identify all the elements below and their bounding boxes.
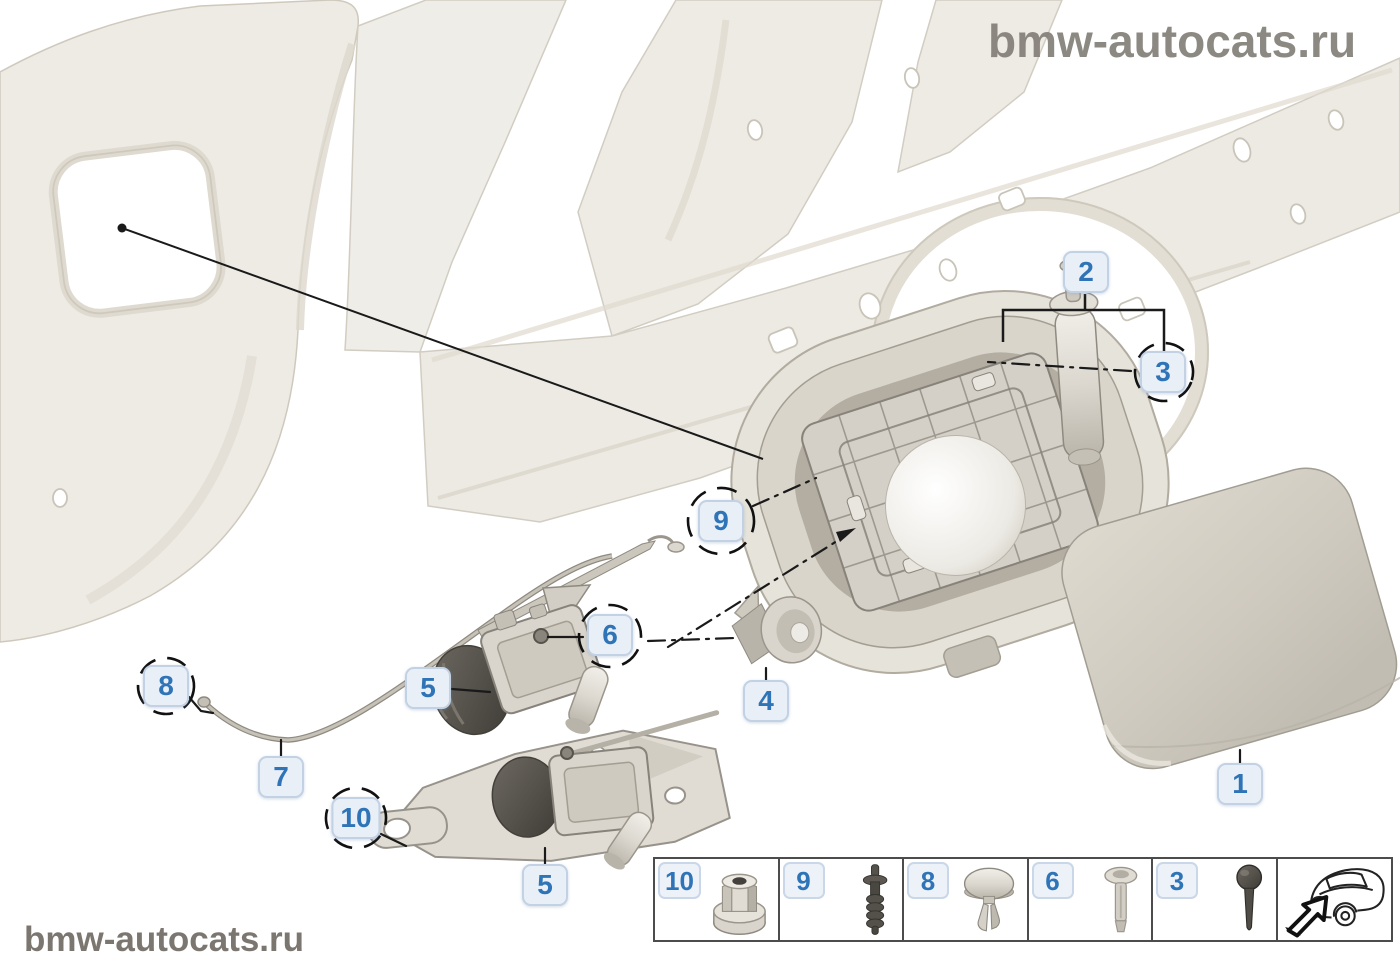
legend-cell-car bbox=[1278, 859, 1392, 940]
callout-7: 7 bbox=[258, 756, 304, 798]
filler-opening bbox=[48, 140, 226, 318]
buffer-part bbox=[731, 596, 823, 665]
actuator-pin-lower bbox=[560, 746, 574, 760]
legend-cell-3: 3 bbox=[1153, 859, 1278, 940]
legend-cell-6: 6 bbox=[1029, 859, 1153, 940]
dome-clip-icon bbox=[964, 867, 1015, 931]
callout-2: 2 bbox=[1063, 251, 1109, 293]
callout-10: 10 bbox=[331, 797, 381, 839]
callout-9: 9 bbox=[698, 500, 744, 542]
actuator-upper bbox=[431, 603, 609, 736]
legend-label-10: 10 bbox=[658, 862, 701, 899]
legend-cell-8: 8 bbox=[904, 859, 1029, 940]
legend-cell-9: 9 bbox=[780, 859, 904, 940]
callout-8: 8 bbox=[143, 665, 189, 707]
actuator-lower-with-bracket bbox=[367, 710, 731, 870]
callout-5-upper: 5 bbox=[405, 667, 451, 709]
legend-label-3: 3 bbox=[1156, 862, 1198, 899]
car-location-icon bbox=[1285, 868, 1385, 938]
watermark-bottom: bmw-autocats.ru bbox=[24, 920, 305, 959]
callout-5-lower: 5 bbox=[522, 864, 568, 906]
legend-label-9: 9 bbox=[782, 862, 825, 899]
legend-label-8: 8 bbox=[907, 862, 949, 899]
release-cable bbox=[197, 553, 613, 743]
flange-nut-icon bbox=[712, 873, 766, 935]
location-arrow-icon bbox=[1285, 894, 1329, 938]
blind-rivet-icon bbox=[1104, 866, 1138, 932]
callout-4: 4 bbox=[743, 680, 789, 722]
legend-label-6: 6 bbox=[1031, 862, 1074, 899]
watermark-top: bmw-autocats.ru bbox=[988, 15, 1357, 67]
fuel-flap bbox=[1061, 467, 1400, 770]
pocket-funnel-bowl bbox=[885, 434, 1027, 576]
ball-pin-icon bbox=[1236, 863, 1263, 930]
filler-pocket-assembly bbox=[730, 258, 1170, 679]
callout-3: 3 bbox=[1140, 351, 1186, 393]
callout-1: 1 bbox=[1217, 763, 1263, 805]
expanding-rivet-icon bbox=[862, 863, 888, 935]
fastener-legend-table: 10 9 8 bbox=[653, 857, 1393, 942]
legend-cell-10: 10 bbox=[655, 859, 780, 940]
callout-6: 6 bbox=[587, 614, 633, 656]
actuator-pin-upper bbox=[533, 628, 549, 644]
leader-lines bbox=[117, 223, 1242, 869]
